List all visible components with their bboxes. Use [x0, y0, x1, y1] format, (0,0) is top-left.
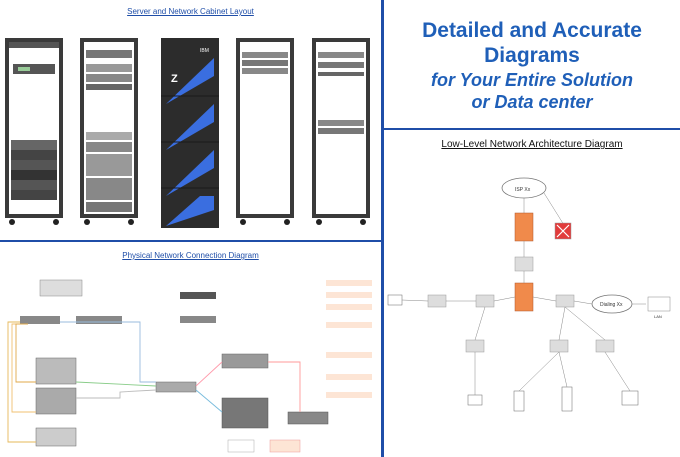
server-stack-3	[35, 427, 77, 447]
physical-diagram-title: Physical Network Connection Diagram	[122, 251, 259, 260]
switch-access-right	[595, 339, 615, 353]
firewall-2	[514, 282, 534, 312]
physical-connection-diagram	[7, 279, 372, 453]
server-stack-2	[35, 387, 77, 415]
server-1	[513, 390, 525, 412]
core-switch	[221, 353, 269, 369]
router-a	[180, 292, 216, 299]
firewall-pair	[221, 397, 269, 429]
edge-switch	[155, 381, 197, 393]
note-box-1	[227, 439, 255, 453]
headline-line-2: Diagrams	[484, 44, 580, 67]
vpn-router	[554, 222, 572, 240]
lan-label: LAN	[654, 314, 662, 319]
tagline-line-2: or Data center	[471, 92, 593, 112]
headline-line-1: Detailed and Accurate	[422, 19, 642, 42]
switch-row-1	[20, 316, 60, 324]
cabinet-layout-panel: Server and Network Cabinet Layout	[0, 0, 381, 240]
server-stack-1	[35, 357, 77, 385]
rack-brand-text: IBM	[200, 48, 209, 54]
cloud-isp-label: ISP Xx	[515, 187, 531, 193]
workstation	[387, 294, 403, 306]
switch-access-left	[465, 339, 485, 353]
switch-row-2	[76, 316, 122, 324]
rack-4	[236, 38, 294, 225]
router-b	[180, 316, 216, 323]
cable-bundle	[7, 321, 301, 443]
switch-left	[427, 294, 447, 308]
cabinet-layout-title: Server and Network Cabinet Layout	[127, 7, 254, 16]
patch-panel-top	[39, 279, 83, 297]
tagline-line-1: for Your Entire Solution	[431, 70, 633, 90]
edge-router	[287, 411, 329, 425]
note-box-2	[269, 439, 301, 453]
rack-1	[5, 38, 63, 225]
switch-mid	[475, 294, 495, 308]
divider-vertical	[381, 0, 384, 457]
rack-brand-mark: Z	[171, 73, 178, 85]
storage-device	[621, 390, 639, 406]
pc-bottom-left	[467, 394, 483, 406]
headline: Detailed and Accurate Diagrams	[384, 18, 680, 68]
lowlevel-diagram-title: Low-Level Network Architecture Diagram	[441, 139, 623, 150]
firewall-1	[514, 212, 534, 242]
cloud-dialing-label: Dialing Xx	[600, 302, 623, 308]
divider-left	[0, 240, 381, 242]
router-core	[514, 256, 534, 272]
switch-access-mid	[549, 339, 569, 353]
rack-5	[312, 38, 370, 225]
lan-group: LAN	[647, 296, 671, 319]
lowlevel-network-diagram: ISP Xx Dialing Xx LAN	[387, 177, 671, 412]
cloud-dialing: Dialing Xx	[591, 294, 633, 314]
server-2	[561, 386, 573, 412]
port-labels	[326, 280, 372, 398]
cloud-isp: ISP Xx	[501, 177, 547, 199]
rack-3-ibm: Z IBM	[161, 38, 219, 228]
switch-right	[555, 294, 575, 308]
rack-2	[80, 38, 138, 225]
cabinet-racks: Z IBM	[5, 38, 370, 228]
tagline: for Your Entire Solution or Data center	[384, 69, 680, 113]
divider-right	[384, 128, 680, 130]
